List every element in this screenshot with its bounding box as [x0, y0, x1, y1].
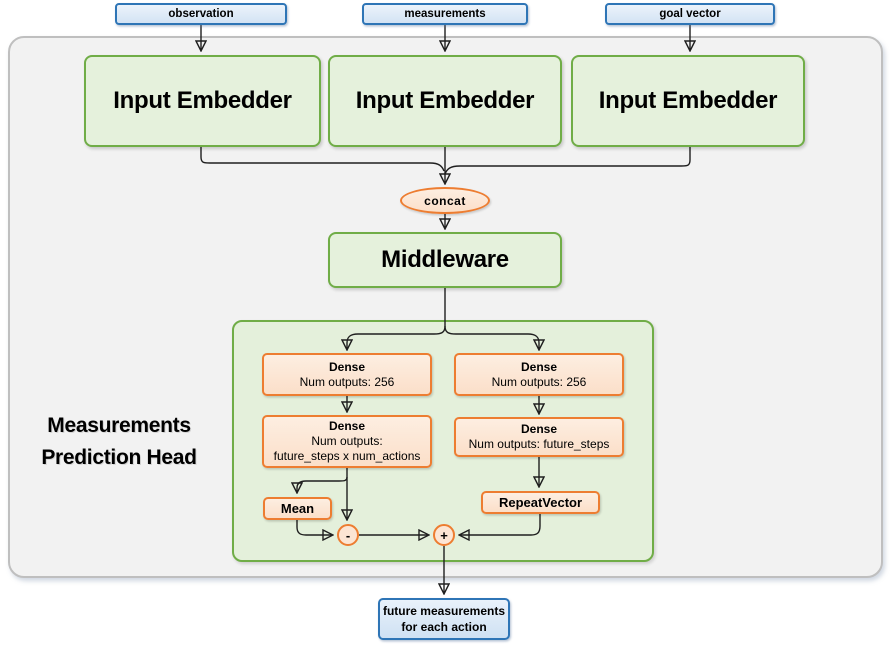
middleware-box: Middleware	[328, 232, 562, 288]
add-node: +	[433, 524, 455, 546]
dense-left-2-title: Dense	[328, 419, 366, 433]
input-box-measurements: measurements	[362, 3, 528, 25]
dense-left-2-subtitle2: future_steps x num_actions	[273, 449, 421, 463]
wire-embedder1-merge	[200, 147, 445, 172]
arrow-split-left	[347, 325, 446, 349]
concat-node: concat	[400, 187, 490, 214]
mean-box: Mean	[263, 497, 332, 520]
dense-right-2-subtitle: Num outputs: future_steps	[468, 437, 610, 451]
subtract-node: -	[337, 524, 359, 546]
repeat-vector-box: RepeatVector	[481, 491, 600, 514]
prediction-head-label-line2: Prediction Head	[41, 446, 197, 469]
dense-right-2-title: Dense	[520, 422, 558, 436]
input-embedder-3: Input Embedder	[571, 55, 805, 147]
prediction-head-label: Measurements Prediction Head	[16, 410, 222, 474]
dense-left-2: Dense Num outputs: future_steps x num_ac…	[262, 415, 432, 468]
dense-left-1-title: Dense	[328, 359, 366, 374]
input-embedder-1: Input Embedder	[84, 55, 321, 147]
output-box-line1: future measurements	[382, 604, 506, 618]
input-box-goal-vector: goal vector	[605, 3, 775, 25]
arrow-repeat-to-plus	[460, 513, 541, 535]
arrow-branch-to-mean	[297, 476, 348, 492]
wire-embedder3-merge	[444, 147, 691, 175]
arrow-split-right	[444, 325, 539, 349]
input-box-observation: observation	[115, 3, 287, 25]
input-embedder-2: Input Embedder	[328, 55, 562, 147]
dense-left-1-subtitle: Num outputs: 256	[299, 374, 395, 389]
dense-right-1-title: Dense	[520, 359, 558, 374]
dense-left-1: Dense Num outputs: 256	[262, 353, 432, 396]
dense-left-2-subtitle: Num outputs:	[311, 434, 383, 448]
dense-right-1-subtitle: Num outputs: 256	[491, 374, 587, 389]
dense-right-1: Dense Num outputs: 256	[454, 353, 624, 396]
prediction-head-label-line1: Measurements	[47, 414, 191, 437]
output-box: future measurements for each action	[378, 598, 510, 640]
arrow-mean-to-minus	[296, 520, 332, 535]
dense-right-2: Dense Num outputs: future_steps	[454, 417, 624, 457]
output-box-line2: for each action	[401, 620, 487, 634]
